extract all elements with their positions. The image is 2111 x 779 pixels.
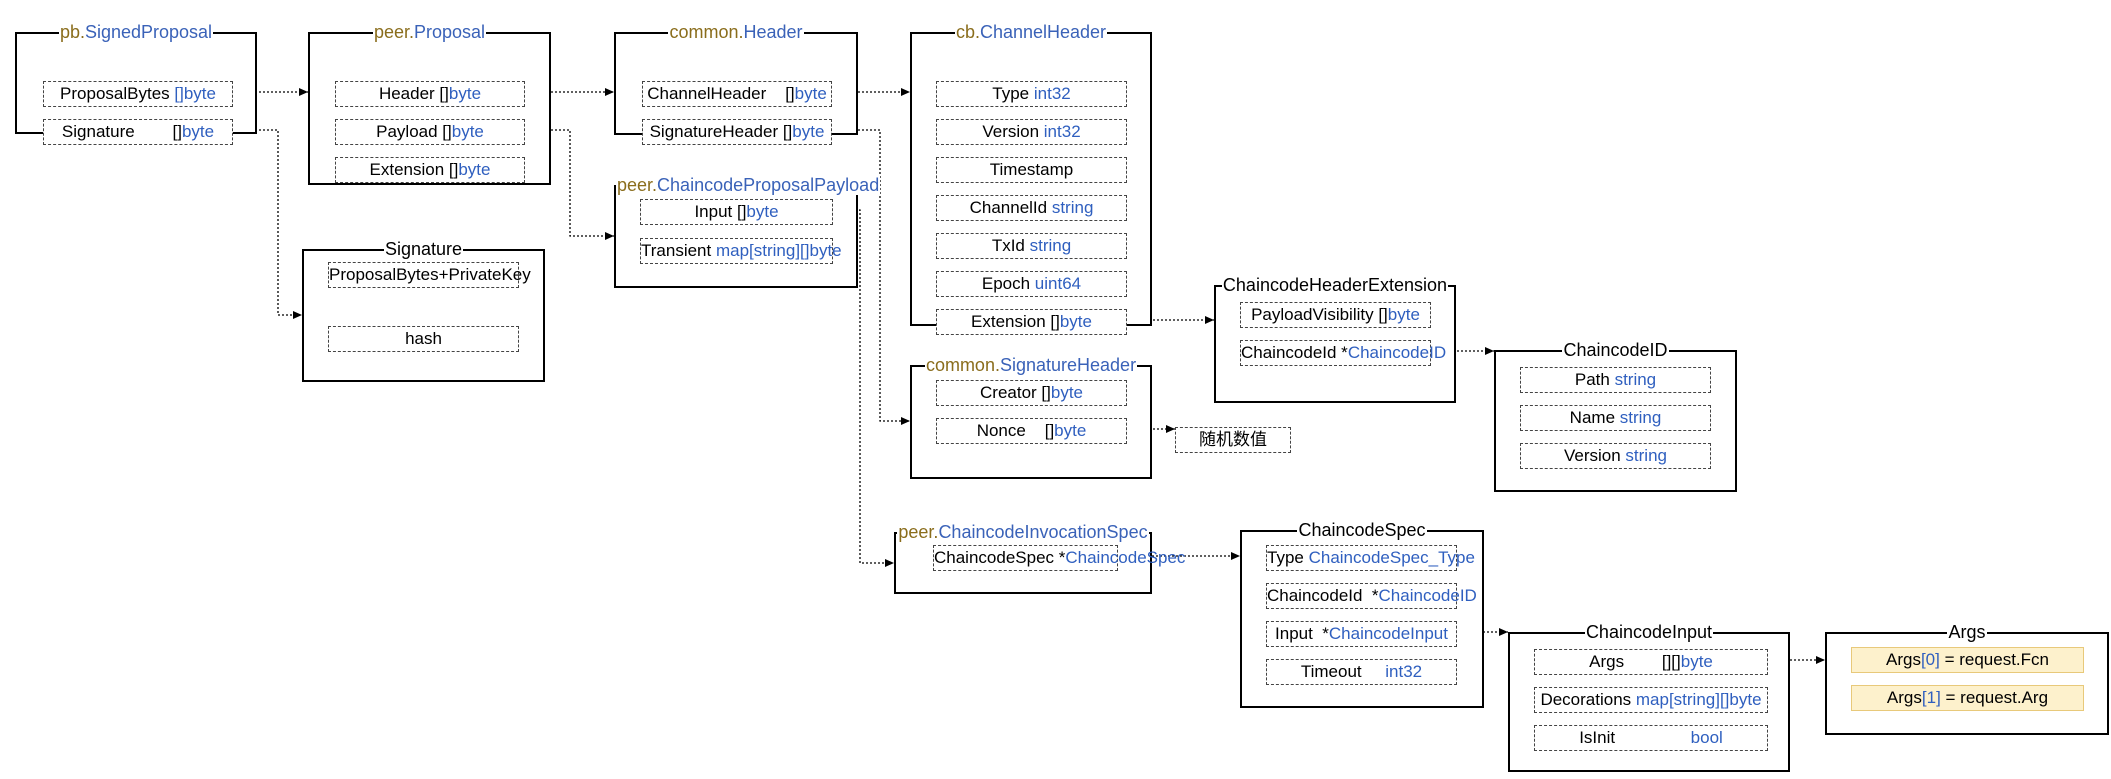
field-txid: TxId string: [936, 233, 1127, 259]
struct-title: Args: [1947, 622, 1987, 642]
field-chaincodeid: ChaincodeId *ChaincodeID: [1240, 340, 1446, 366]
field-args: Args[1] = request.Arg: [1851, 685, 2084, 711]
connector-arrow: [231, 129, 302, 319]
struct-title: ChaincodeSpec: [1297, 520, 1427, 540]
field-creator: Creator []byte: [936, 380, 1127, 406]
connector-arrow: [523, 129, 614, 240]
field-timestamp: Timestamp: [936, 157, 1127, 183]
field-args: Args[0] = request.Fcn: [1851, 647, 2084, 673]
struct-title: common.SignatureHeader: [924, 355, 1138, 375]
struct-title: pb.SignedProposal: [58, 22, 214, 42]
field-payloadvisibility: PayloadVisibility []byte: [1240, 302, 1431, 328]
field-type: Type ChaincodeSpec_Type: [1266, 545, 1475, 571]
field-input: Input *ChaincodeInput: [1266, 621, 1457, 647]
nonce-note: 随机数值: [1175, 427, 1291, 453]
field-timeout: Timeout int32: [1266, 659, 1457, 685]
connector-arrow: [831, 209, 894, 567]
field-nonce: Nonce []byte: [936, 418, 1127, 444]
field-proposalbytes+privatekey: ProposalBytes+PrivateKey: [328, 262, 531, 288]
field-channelheader: ChannelHeader []byte: [642, 81, 832, 107]
field-name: Name string: [1520, 405, 1711, 431]
struct-title: cb.ChannelHeader: [954, 22, 1108, 42]
field-version: Version string: [1520, 443, 1711, 469]
field-args: Args [][]byte: [1534, 649, 1768, 675]
field-version: Version int32: [936, 119, 1127, 145]
struct-title: ChaincodeHeaderExtension: [1221, 275, 1449, 295]
field-payload: Payload []byte: [335, 119, 525, 145]
struct-title: Signature: [383, 239, 464, 259]
struct-title: ChaincodeID: [1562, 340, 1669, 360]
field-proposalbytes: ProposalBytes []byte: [43, 81, 233, 107]
field-transient: Transient map[string][]byte: [640, 238, 842, 264]
field-chaincodespec: ChaincodeSpec *ChaincodeSpec: [933, 545, 1185, 571]
struct-title: ChaincodeInput: [1584, 622, 1714, 642]
struct-title: peer.ChaincodeInvocationSpec: [897, 522, 1149, 542]
field-extension: Extension []byte: [335, 157, 525, 183]
field-decorations: Decorations map[string][]byte: [1534, 687, 1768, 713]
field-hash: hash: [328, 326, 519, 352]
field-channelid: ChannelId string: [936, 195, 1127, 221]
field-input: Input []byte: [640, 199, 833, 225]
field-path: Path string: [1520, 367, 1711, 393]
field-isinit: IsInit bool: [1534, 725, 1768, 751]
struct-title: peer.ChaincodeProposalPayload: [616, 175, 881, 195]
field-signatureheader: SignatureHeader []byte: [642, 119, 832, 145]
field-header: Header []byte: [335, 81, 525, 107]
field-chaincodeid: ChaincodeId *ChaincodeID: [1266, 583, 1477, 609]
struct-title: common.Header: [668, 22, 804, 42]
field-extension: Extension []byte: [936, 309, 1127, 335]
struct-title: peer.Proposal: [372, 22, 487, 42]
field-epoch: Epoch uint64: [936, 271, 1127, 297]
field-signature: Signature []byte: [43, 119, 233, 145]
field-type: Type int32: [936, 81, 1127, 107]
